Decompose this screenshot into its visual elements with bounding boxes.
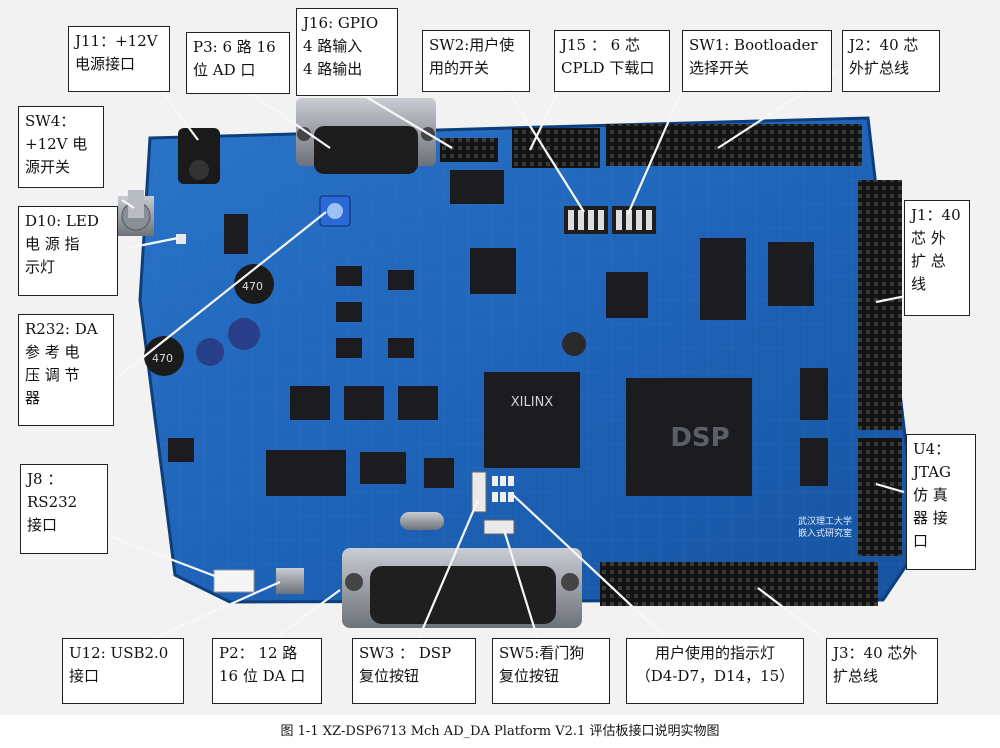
callout-sw1: SW1: Bootloader 选择开关 bbox=[682, 30, 832, 92]
inductor bbox=[562, 332, 586, 356]
callout-p3: P3: 6 路 16 位 AD 口 bbox=[186, 32, 290, 94]
j1-expansion-header bbox=[858, 180, 902, 430]
cap-label: 470 bbox=[152, 352, 173, 365]
user-leds bbox=[492, 476, 514, 502]
sw1-dip-switch bbox=[612, 206, 656, 234]
callout-j3: J3：40 芯外 扩总线 bbox=[826, 638, 938, 704]
board-photo: 470 470 XILINX DSP 武汉理工大学 bbox=[0, 0, 1000, 715]
xilinx-cpld-chip: XILINX bbox=[484, 372, 580, 468]
d10-power-led bbox=[176, 234, 186, 244]
ti-dsp-chip: DSP bbox=[626, 378, 752, 496]
sw4-toggle-switch bbox=[118, 190, 154, 236]
silk-lab: 嵌入式研究室 bbox=[798, 527, 852, 539]
xilinx-logo-text: XILINX bbox=[511, 395, 554, 410]
j8-rs232-connector bbox=[213, 569, 255, 593]
p2-db25-connector bbox=[342, 548, 582, 628]
callout-j15: J15 ： 6 芯 CPLD 下载口 bbox=[554, 30, 670, 92]
callout-j11: J11：+12V 电源接口 bbox=[68, 26, 170, 92]
j15-cpld-header bbox=[512, 128, 600, 168]
capacitors: 470 470 bbox=[144, 264, 274, 376]
callout-sw3: SW3 ： DSP 复位按钮 bbox=[352, 638, 476, 704]
callout-leds: 用户使用的指示灯 （D4-D7，D14，15） bbox=[626, 638, 804, 704]
callout-d10: D10: LED 电 源 指 示灯 bbox=[18, 206, 118, 296]
callout-u12: U12: USB2.0 接口 bbox=[62, 638, 184, 704]
callout-sw5: SW5:看门狗 复位按钮 bbox=[492, 638, 610, 704]
callout-sw2: SW2:用户使 用的开关 bbox=[422, 30, 530, 92]
callout-sw4: SW4： +12V 电 源开关 bbox=[18, 106, 104, 188]
callout-j2: J2：40 芯 外扩总线 bbox=[842, 30, 940, 92]
callout-u4: U4： JTAG 仿 真 器 接 口 bbox=[906, 434, 976, 570]
u4-jtag-header bbox=[858, 438, 902, 556]
u12-usb-connector bbox=[276, 568, 304, 594]
j11-power-jack bbox=[178, 128, 220, 184]
callout-j8: J8 ： RS232 接口 bbox=[20, 464, 108, 554]
callout-p2: P2： 12 路 16 位 DA 口 bbox=[212, 638, 322, 704]
sw2-dip-switch bbox=[564, 206, 608, 234]
silk-university: 武汉理工大学 bbox=[798, 515, 852, 527]
leader-lines bbox=[103, 69, 907, 642]
sw5-watchdog-button bbox=[483, 519, 515, 535]
chips bbox=[168, 170, 828, 496]
j16-gpio-header bbox=[440, 138, 498, 162]
figure-caption: 图 1-1 XZ-DSP6713 Mch AD_DA Platform V2.1… bbox=[280, 724, 720, 739]
sw3-reset-button bbox=[471, 471, 487, 513]
callout-j1: J1：40 芯 外 扩 总 线 bbox=[904, 200, 970, 316]
crystal bbox=[400, 512, 444, 530]
p3-db9-connector bbox=[296, 98, 436, 174]
cap-label: 470 bbox=[242, 280, 263, 293]
j3-expansion-header bbox=[600, 562, 878, 606]
dsp-logo-text: DSP bbox=[670, 423, 729, 453]
j2-expansion-header bbox=[606, 124, 862, 166]
callout-r232: R232: DA 参 考 电 压 调 节 器 bbox=[18, 314, 114, 426]
callout-j16: J16: GPIO 4 路输入 4 路输出 bbox=[296, 8, 398, 96]
